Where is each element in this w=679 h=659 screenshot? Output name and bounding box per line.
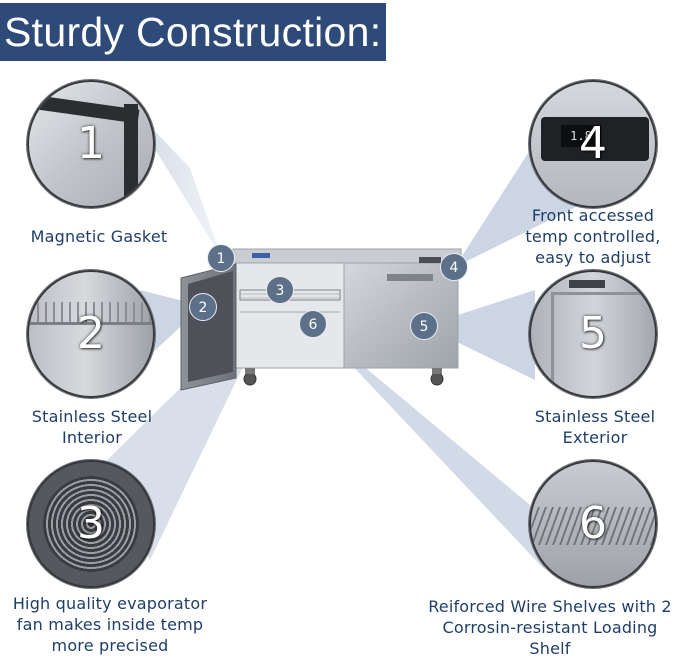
page-title: Sturdy Construction: [4, 9, 382, 55]
caption-stainless-interior: Stainless Steel Interior [31, 407, 153, 447]
title-banner: Sturdy Construction: [0, 3, 386, 61]
evaporator-fan-closeup: 3 [27, 460, 155, 588]
controller-display: 1.8 [561, 125, 601, 147]
caption-evaporator-fan: High quality evaporator fan makes inside… [12, 594, 208, 655]
wire-shelf-closeup: 6 [529, 460, 657, 588]
stainless-interior-closeup: 2 [27, 270, 155, 398]
marker-3[interactable]: 3 [266, 276, 294, 304]
refrigerator-casters [243, 368, 444, 386]
refrigerator-body [232, 248, 462, 369]
caption-stainless-exterior: Stainless Steel Exterior [534, 407, 656, 447]
feature-number: 5 [579, 308, 607, 359]
magnetic-gasket-closeup: 1 [27, 80, 155, 208]
feature-number: 2 [77, 308, 105, 359]
marker-1[interactable]: 1 [207, 244, 235, 272]
caption-magnetic-gasket: Magnetic Gasket [30, 227, 168, 246]
caption-temp-control: Front accessed temp controlled, easy to … [525, 206, 661, 267]
stainless-exterior-closeup: 5 [529, 270, 657, 398]
refrigerator-open-door [180, 263, 237, 391]
feature-number: 1 [77, 118, 105, 169]
feature-number: 3 [77, 498, 105, 549]
ray-5 [424, 290, 535, 380]
feature-number: 4 [579, 118, 607, 169]
marker-6[interactable]: 6 [299, 310, 327, 338]
marker-4[interactable]: 4 [440, 253, 468, 281]
ray-6 [312, 323, 545, 570]
feature-number: 6 [579, 498, 607, 549]
caption-wire-shelves: Reiforced Wire Shelves with 2 Corrosin-r… [428, 597, 672, 658]
marker-5[interactable]: 5 [410, 312, 438, 340]
temperature-controller-closeup: 1.8 4 [529, 80, 657, 208]
product-badge [569, 280, 605, 288]
marker-2[interactable]: 2 [189, 293, 217, 321]
